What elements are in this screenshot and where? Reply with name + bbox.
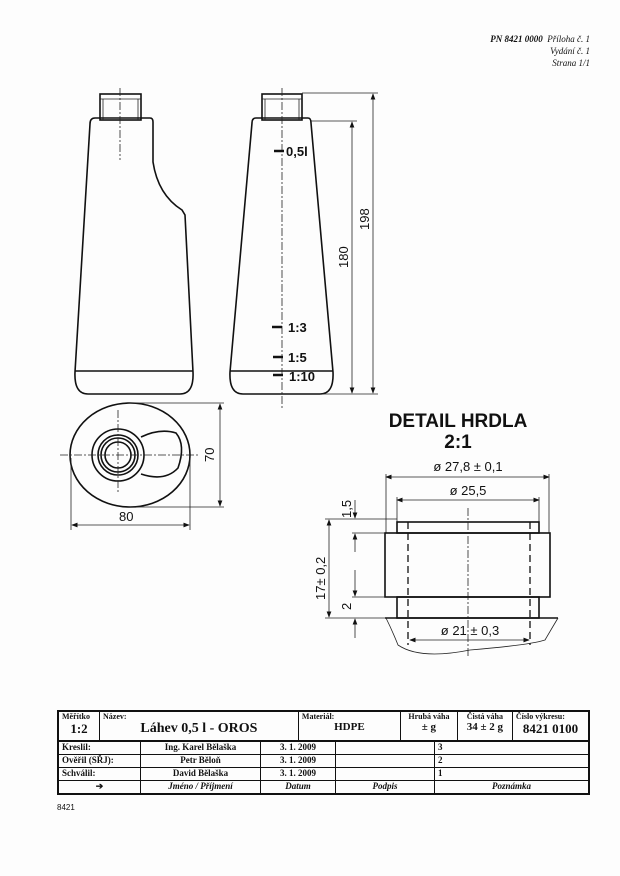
bottle-side-view xyxy=(74,88,194,395)
material-label: Materiál: xyxy=(301,712,335,721)
footer-code: 8421 xyxy=(57,803,75,812)
material-value: HDPE xyxy=(334,721,365,733)
legend-date: Datum xyxy=(260,780,336,795)
role: Ověřil (SŘJ): xyxy=(57,754,141,768)
drawing-number: 8421 0100 xyxy=(522,721,579,736)
detail-title: DETAIL HRDLA xyxy=(389,411,528,432)
neck-detail: DETAIL HRDLA 2:1 ø 27,8 ± 0,1 ø 25,5 ø 2… xyxy=(313,411,559,658)
mark-label: 1:3 xyxy=(288,320,307,335)
role: Kreslil: xyxy=(57,741,141,755)
name-label: Název: xyxy=(103,712,127,721)
gross-weight-label: Hrubá váha xyxy=(408,712,450,721)
signature xyxy=(335,754,435,768)
signature-row: Ověřil (SŘJ): Petr Běloň 3. 1. 2009 2 xyxy=(57,754,590,768)
detail-scale: 2:1 xyxy=(444,432,472,453)
legend-signature: Podpis xyxy=(335,780,435,795)
dim-ring-height: 2 xyxy=(339,603,354,610)
dim-180: 180 xyxy=(336,246,351,268)
bottle-body xyxy=(229,117,334,395)
vydani: Vydání č. 1 xyxy=(550,46,590,56)
title-block-signatures: Kreslil: Ing. Karel Bělaška 3. 1. 2009 3… xyxy=(57,741,590,795)
signature-row: Kreslil: Ing. Karel Bělaška 3. 1. 2009 3 xyxy=(57,741,590,755)
priloha: Příloha č. 1 xyxy=(547,34,590,44)
fill-marks: 0,5l 1:3 1:5 1:10 xyxy=(272,144,315,384)
signature xyxy=(335,767,435,781)
strana: Strana 1/1 xyxy=(552,58,590,68)
net-weight-label: Čistá váha xyxy=(466,712,504,721)
dim-thread-diameter: ø 25,5 xyxy=(450,483,487,498)
bottle-front-view: 0,5l 1:3 1:5 1:10 180 198 xyxy=(229,88,378,408)
arrow-icon: ➔ xyxy=(57,780,141,795)
role: Schválil: xyxy=(57,767,141,781)
note: 1 xyxy=(434,767,590,781)
dim-depth: 70 xyxy=(202,448,217,462)
dim-width: 80 xyxy=(119,509,133,524)
net-weight-value: 34 ± 2 g xyxy=(466,721,504,733)
dim-lip-height: 1,5 xyxy=(339,500,354,518)
bottle-neck xyxy=(99,93,142,121)
drawing-number-label: Číslo výkresu: xyxy=(515,712,565,721)
height-dimensions: 180 198 xyxy=(302,92,378,395)
dim-total-height: 17± 0,2 xyxy=(313,557,328,600)
note: 3 xyxy=(434,741,590,755)
dim-inner-diameter: ø 21 ± 0,3 xyxy=(441,623,499,638)
mark-label: 0,5l xyxy=(286,144,308,159)
date: 3. 1. 2009 xyxy=(260,754,336,768)
legend-row: ➔ Jméno / Příjmení Datum Podpis Poznámka xyxy=(57,780,590,795)
signature-row: Schválil: David Bělaška 3. 1. 2009 1 xyxy=(57,767,590,781)
person-name: David Bělaška xyxy=(140,767,261,781)
mark-label: 1:5 xyxy=(288,350,307,365)
bottle-body xyxy=(74,117,194,395)
legend-name: Jméno / Příjmení xyxy=(140,780,261,795)
date: 3. 1. 2009 xyxy=(260,741,336,755)
note: 2 xyxy=(434,754,590,768)
scale-value: 1:2 xyxy=(70,721,88,736)
part-name: Láhev 0,5 l - OROS xyxy=(140,721,258,736)
signature xyxy=(335,741,435,755)
mark-label: 1:10 xyxy=(289,369,315,384)
dim-outer-diameter: ø 27,8 ± 0,1 xyxy=(433,459,502,474)
bottle-top-view: 70 80 xyxy=(60,402,224,530)
scale-label: Měřítko xyxy=(62,712,90,721)
person-name: Petr Běloň xyxy=(140,754,261,768)
gross-weight-value: ± g xyxy=(421,721,437,733)
date: 3. 1. 2009 xyxy=(260,767,336,781)
document-header: PN 8421 0000 Příloha č. 1 Vydání č. 1 St… xyxy=(490,33,590,69)
person-name: Ing. Karel Bělaška xyxy=(140,741,261,755)
pn-number: PN 8421 0000 xyxy=(490,34,543,44)
legend-note: Poznámka xyxy=(434,780,590,795)
dim-198: 198 xyxy=(357,208,372,230)
